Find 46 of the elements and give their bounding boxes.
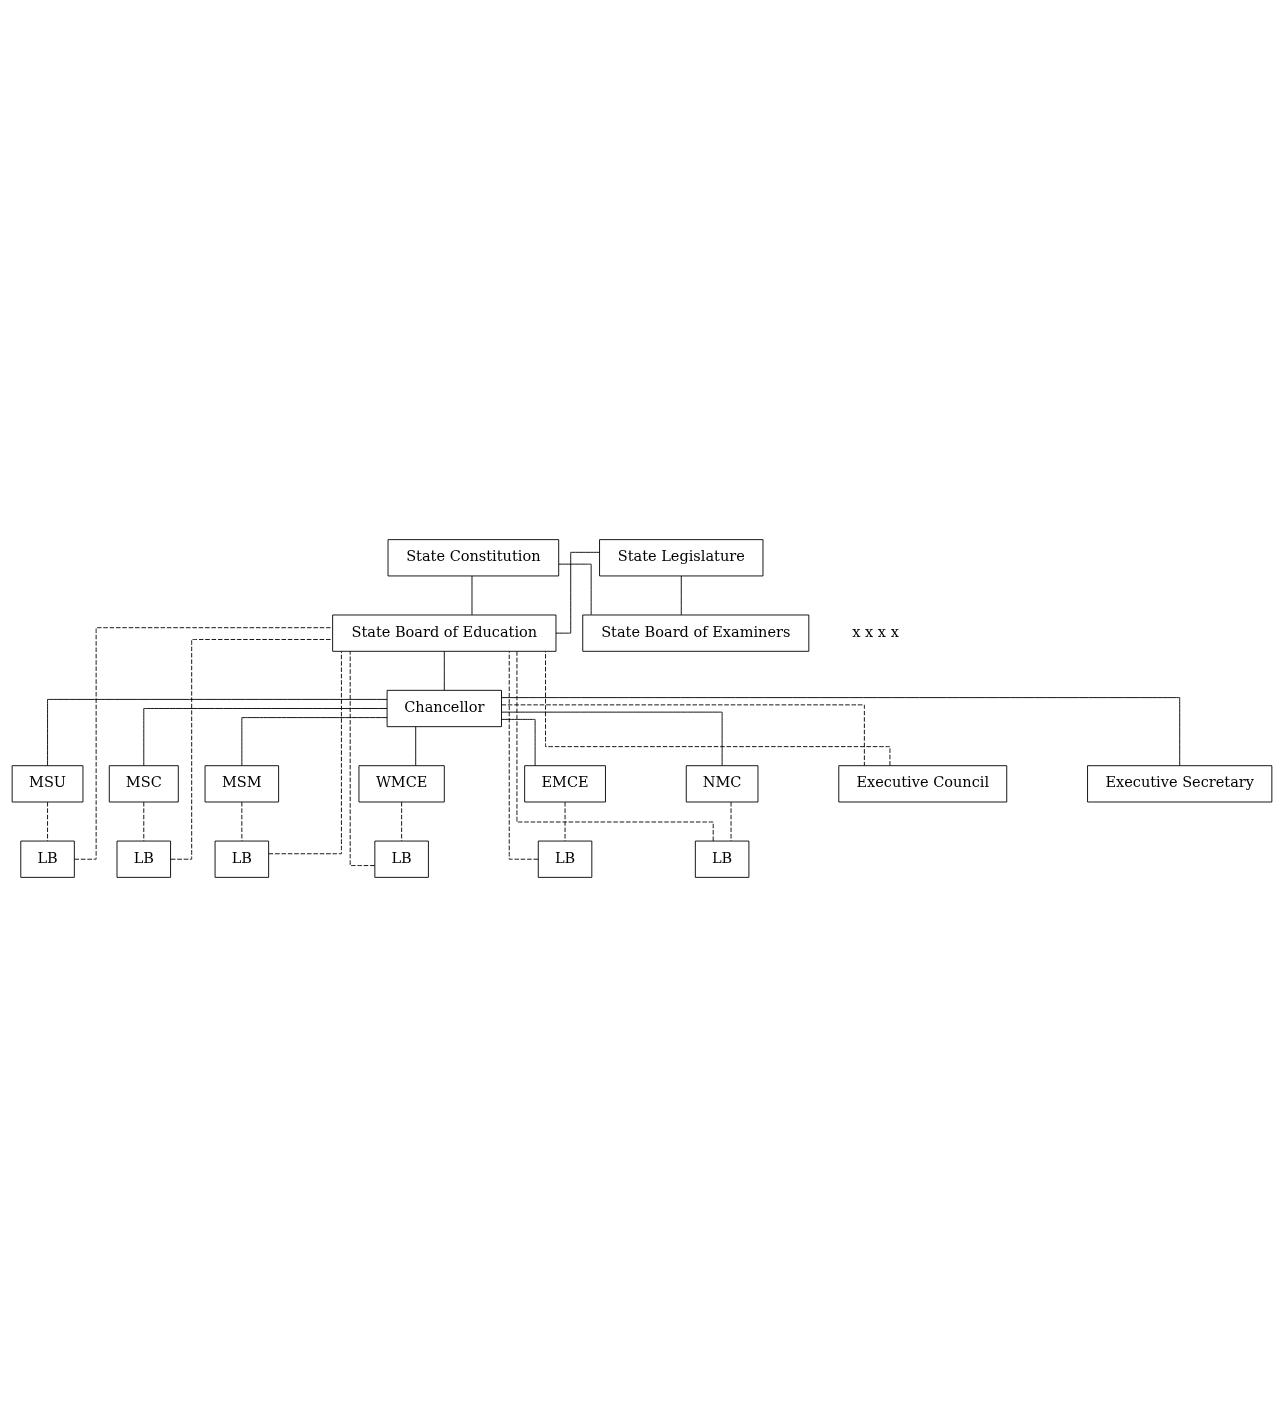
connector — [241, 717, 388, 766]
node-box: Executive Secretary — [1087, 765, 1273, 803]
node-box: State Board of Education — [332, 614, 557, 652]
connector — [415, 726, 417, 766]
connector — [143, 708, 388, 767]
connector — [241, 801, 243, 842]
connector — [501, 711, 723, 766]
connector — [545, 650, 891, 767]
connector — [558, 563, 592, 616]
connector — [680, 575, 682, 616]
connector — [47, 698, 388, 766]
node-box: MSC — [108, 765, 179, 803]
connector — [349, 650, 376, 867]
node-box: State Legislature — [599, 539, 764, 577]
label: x x x x — [852, 623, 899, 640]
node-box: LB — [214, 840, 270, 878]
connector — [443, 650, 445, 691]
node-box: State Constitution — [387, 539, 560, 577]
connector — [555, 551, 600, 634]
connector — [170, 639, 333, 860]
node-box: LB — [116, 840, 172, 878]
node-box: Chancellor — [386, 689, 502, 728]
node-box: LB — [374, 840, 429, 878]
connector — [501, 704, 865, 766]
connector — [268, 651, 342, 855]
connector — [73, 627, 333, 860]
node-box: LB — [694, 840, 750, 878]
connector — [501, 718, 536, 766]
connector — [730, 801, 732, 842]
node-box: MSM — [204, 765, 280, 803]
node-box: LB — [20, 840, 75, 878]
node-box: MSU — [11, 765, 84, 803]
connector — [47, 801, 48, 842]
node-box: Executive Council — [838, 765, 1008, 803]
node-box: EMCE — [524, 765, 606, 803]
connector — [143, 801, 145, 842]
node-box: WMCE — [358, 765, 445, 803]
connector — [401, 801, 403, 842]
connector — [564, 801, 566, 842]
connector — [471, 575, 473, 616]
connector — [516, 651, 714, 842]
connector — [508, 651, 539, 860]
node-box: LB — [537, 840, 593, 878]
node-box: NMC — [685, 765, 759, 803]
node-box: State Board of Examiners — [582, 614, 810, 652]
connector — [501, 697, 1181, 766]
